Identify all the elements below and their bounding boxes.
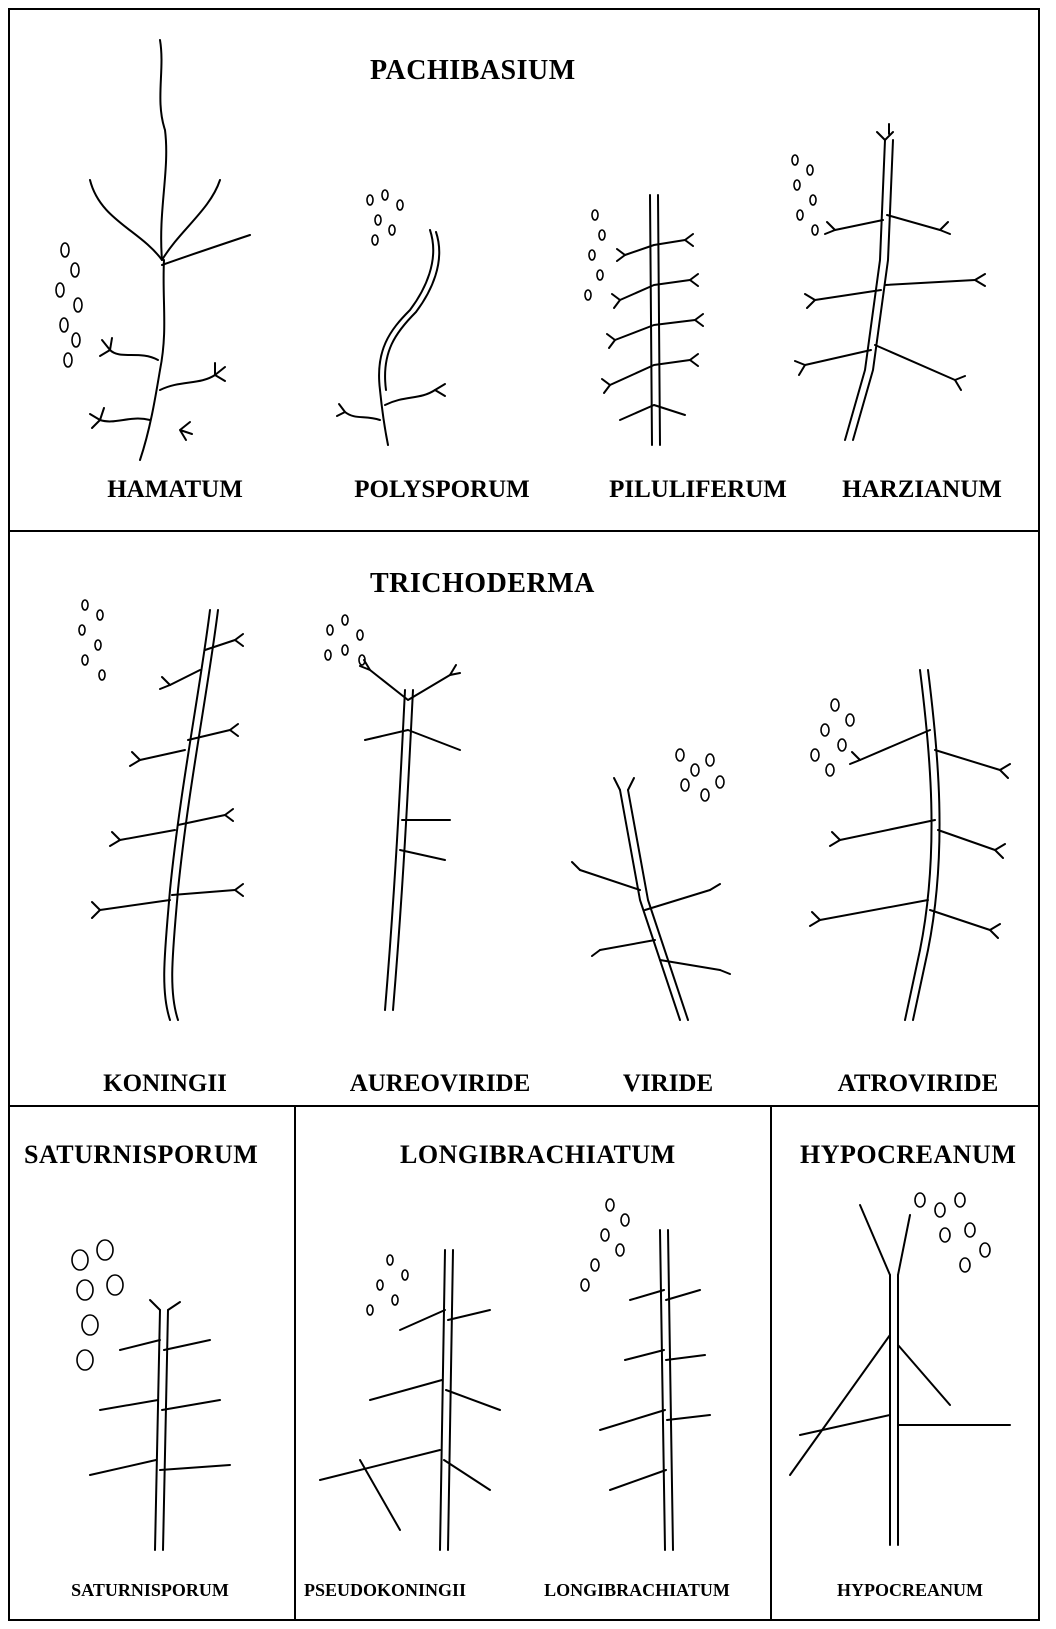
- hamatum-drawing: [40, 30, 290, 470]
- species-label-polysporum: POLYSPORUM: [354, 476, 529, 504]
- harzianum-drawing: [775, 120, 1015, 450]
- species-label-aureoviride: AUREOVIRIDE: [350, 1070, 531, 1098]
- section-divider-v2: [770, 1105, 772, 1621]
- species-label-hypocreanum: HYPOCREANUM: [837, 1580, 983, 1601]
- section-title-longibrachiatum: LONGIBRACHIATUM: [400, 1140, 676, 1170]
- section-title-pachibasium: PACHIBASIUM: [370, 55, 576, 87]
- section-divider-v1: [294, 1105, 296, 1621]
- polysporum-drawing: [330, 180, 500, 450]
- aureoviride-drawing: [310, 590, 480, 1020]
- species-label-harzianum: HARZIANUM: [842, 476, 1002, 504]
- koningii-drawing: [60, 590, 260, 1030]
- section-title-hypocreanum: HYPOCREANUM: [800, 1140, 1016, 1170]
- section-divider-2: [8, 1105, 1040, 1107]
- species-label-atroviride: ATROVIRIDE: [838, 1070, 999, 1098]
- pseudokoningii-drawing: [300, 1230, 520, 1560]
- section-title-saturnisporum: SATURNISPORUM: [24, 1140, 258, 1170]
- species-label-pseudokoningii: PSEUDOKONINGII: [304, 1580, 466, 1601]
- section-divider-1: [8, 530, 1040, 532]
- viride-drawing: [560, 740, 740, 1030]
- species-label-longibrachiatum: LONGIBRACHIATUM: [544, 1580, 730, 1601]
- piluliferum-drawing: [580, 185, 720, 455]
- saturnisporum-drawing: [60, 1230, 260, 1560]
- longibrachiatum-drawing: [570, 1190, 730, 1560]
- species-label-koningii: KONINGII: [103, 1070, 227, 1098]
- species-label-piluliferum: PILULIFERUM: [609, 476, 787, 504]
- hypocreanum-drawing: [780, 1175, 1030, 1555]
- species-label-hamatum: HAMATUM: [107, 476, 243, 504]
- species-label-saturnisporum: SATURNISPORUM: [71, 1580, 229, 1601]
- species-label-viride: VIRIDE: [623, 1070, 713, 1098]
- atroviride-drawing: [780, 650, 1020, 1030]
